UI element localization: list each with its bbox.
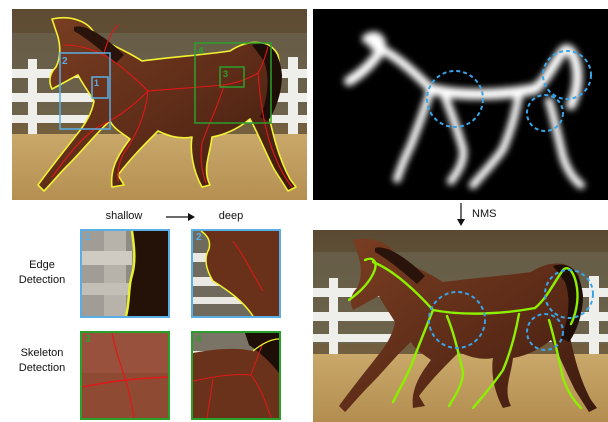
patch-number-1: 1 — [85, 232, 91, 243]
edge-patch-1: 1 — [80, 229, 170, 318]
patch-number-4: 4 — [196, 334, 202, 345]
horse-overlay-image: 2 1 4 3 — [12, 9, 307, 200]
row-label-skeleton-detection: Skeleton Detection — [10, 346, 74, 376]
skeleton-patch-4: 4 — [191, 331, 281, 420]
box-label-3: 3 — [223, 69, 228, 79]
box-label-4: 4 — [198, 46, 204, 57]
patch-number-2: 2 — [196, 232, 202, 243]
edge-patch-2: 2 — [191, 229, 281, 318]
nms-arrow — [455, 203, 467, 227]
scale-arrow — [166, 210, 196, 222]
skeleton-response-map — [313, 9, 608, 200]
box-label-1: 1 — [94, 78, 99, 88]
scale-deep-label: deep — [206, 210, 256, 222]
scale-shallow-label: shallow — [94, 210, 154, 222]
horse-nms-skeleton-image — [313, 230, 608, 422]
patch-number-3: 3 — [85, 334, 91, 345]
row-label-edge-detection: Edge Detection — [10, 258, 74, 288]
nms-label: NMS — [472, 208, 512, 220]
skeleton-patch-3: 3 — [80, 331, 170, 420]
box-label-2: 2 — [62, 56, 68, 67]
